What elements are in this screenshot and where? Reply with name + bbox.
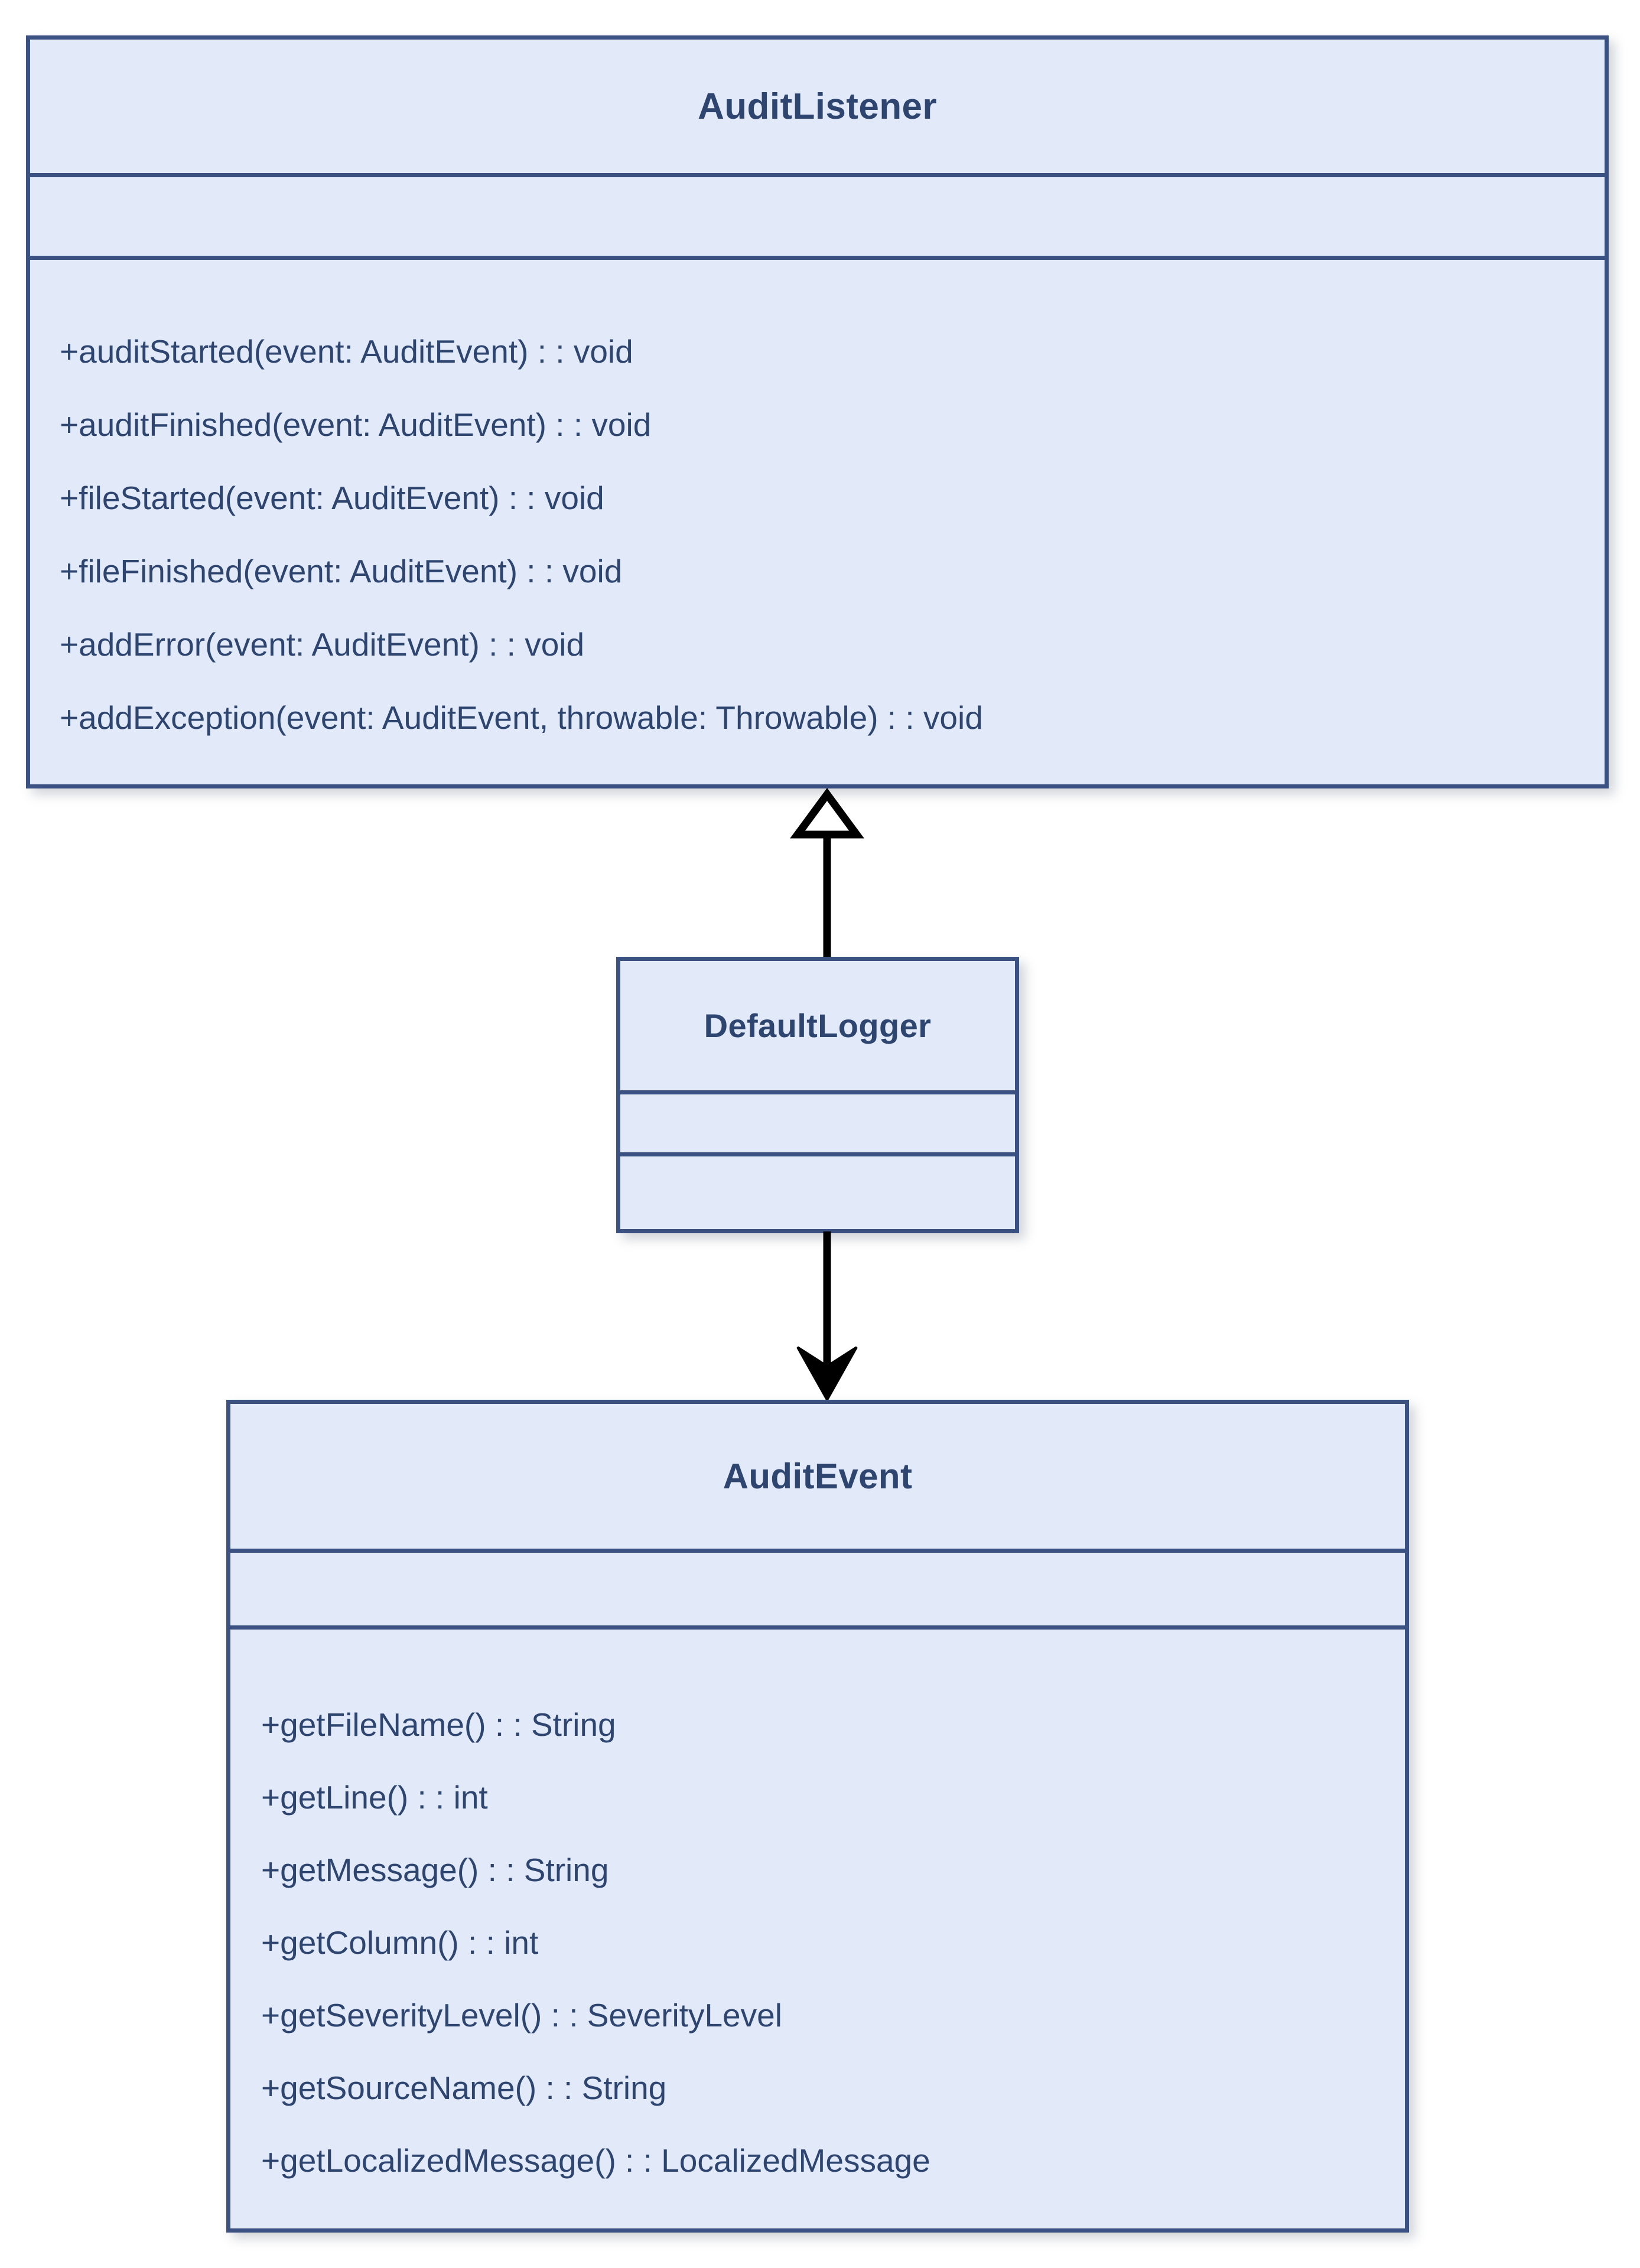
class-title-defaultlogger: DefaultLogger	[620, 961, 1015, 1094]
method-row: +auditStarted(event: AuditEvent) : : voi…	[60, 333, 633, 370]
class-title-auditlistener: AuditListener	[30, 40, 1605, 177]
method-row: +getSeverityLevel() : : SeverityLevel	[261, 1996, 782, 2034]
method-row: +fileStarted(event: AuditEvent) : : void	[60, 480, 604, 516]
method-row: +getSourceName() : : String	[261, 2069, 667, 2106]
class-attributes-defaultlogger	[620, 1094, 1015, 1156]
method-row: +getLine() : : int	[261, 1778, 488, 1816]
method-row: +addError(event: AuditEvent) : : void	[60, 626, 585, 663]
method-row: +addException(event: AuditEvent, throwab…	[60, 699, 983, 736]
method-row: +getMessage() : : String	[261, 1851, 609, 1888]
class-methods-defaultlogger	[620, 1156, 1015, 1229]
class-title-auditevent: AuditEvent	[230, 1404, 1405, 1553]
method-row: +getLocalizedMessage() : : LocalizedMess…	[261, 2142, 930, 2179]
class-methods-auditevent: +getFileName() : : String +getLine() : :…	[230, 1630, 1405, 2228]
dependency-connector-defaultlogger-to-auditevent	[796, 1231, 858, 1403]
class-methods-auditlistener: +auditStarted(event: AuditEvent) : : voi…	[30, 260, 1605, 784]
class-box-defaultlogger[interactable]: DefaultLogger	[616, 957, 1019, 1233]
class-box-auditlistener[interactable]: AuditListener +auditStarted(event: Audit…	[26, 35, 1609, 788]
method-row: +auditFinished(event: AuditEvent) : : vo…	[60, 406, 652, 443]
generalization-connector-defaultlogger-to-auditlistener	[790, 788, 864, 960]
method-row: +getFileName() : : String	[261, 1706, 616, 1743]
class-box-auditevent[interactable]: AuditEvent +getFileName() : : String +ge…	[226, 1400, 1409, 2233]
class-attributes-auditevent	[230, 1553, 1405, 1630]
class-attributes-auditlistener	[30, 177, 1605, 260]
method-row: +getColumn() : : int	[261, 1924, 539, 1961]
method-row: +fileFinished(event: AuditEvent) : : voi…	[60, 553, 623, 589]
